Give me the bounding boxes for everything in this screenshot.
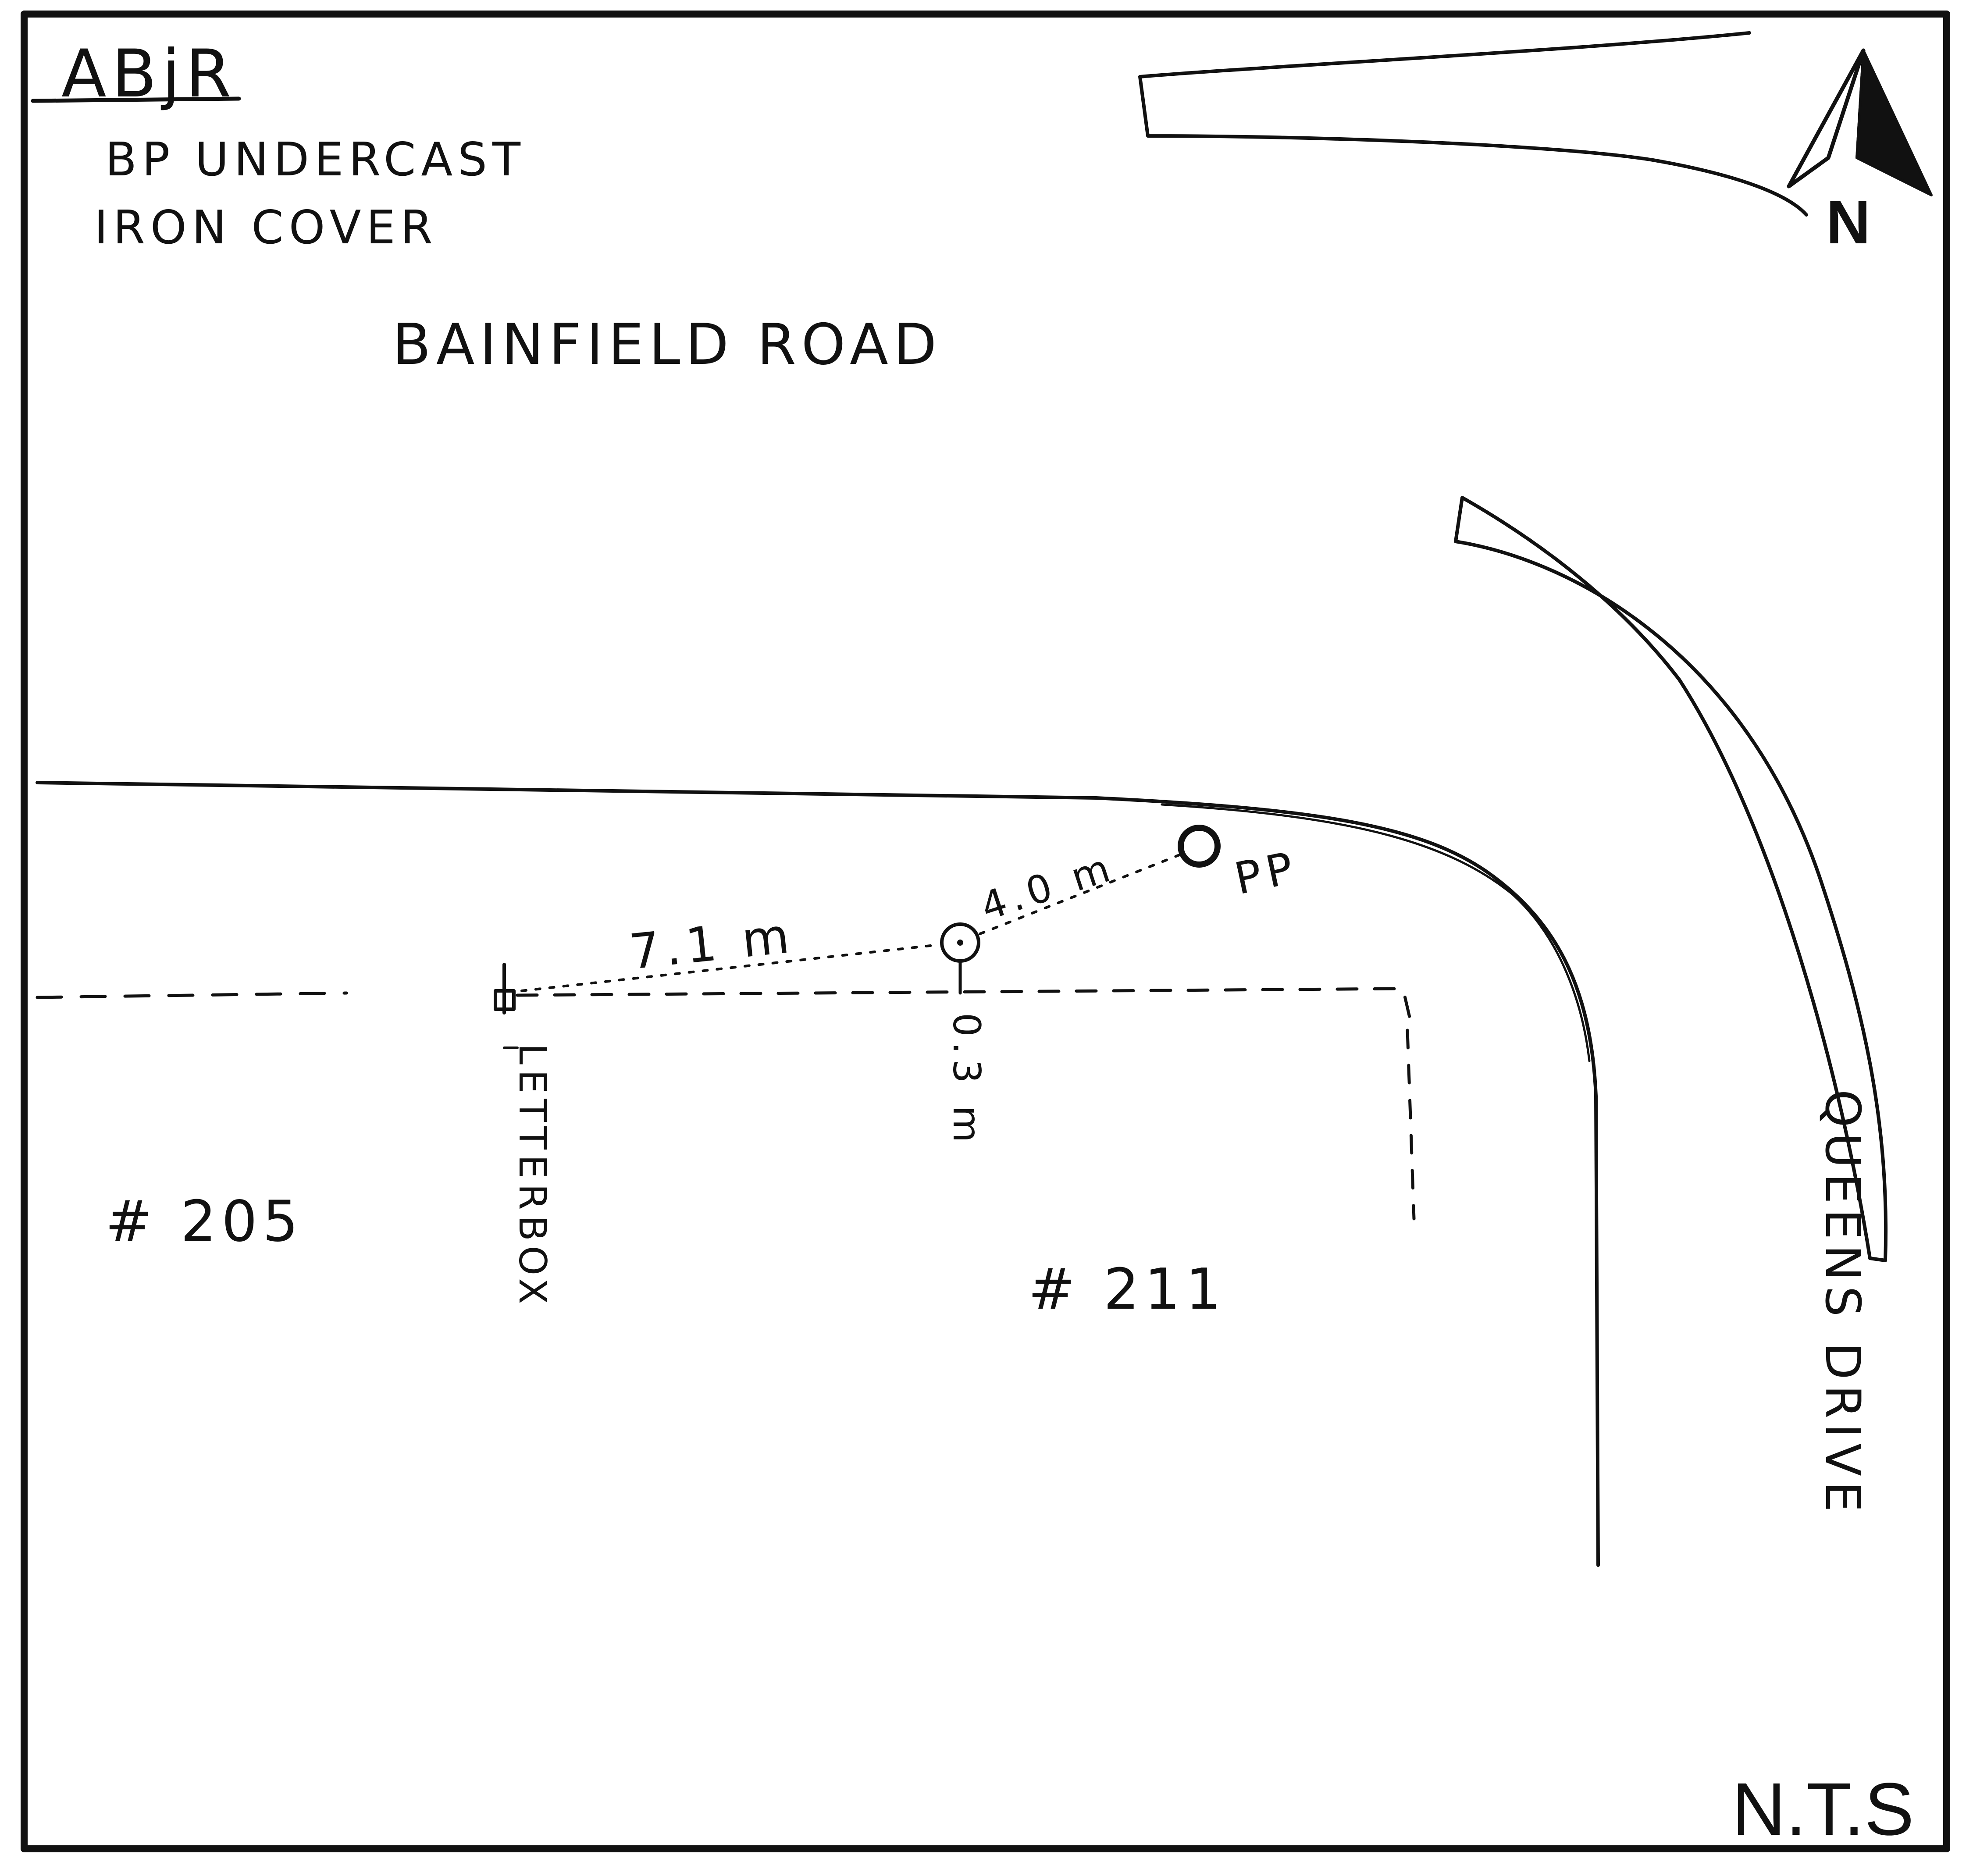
measure-pit-pp: 4.0 m bbox=[976, 844, 1120, 929]
scale-note: N.T.S bbox=[1732, 1768, 1914, 1851]
measure-pit-boundary: 0.3 m bbox=[944, 1013, 988, 1148]
traffic-island-north bbox=[1138, 31, 1808, 217]
property-211: # 211 bbox=[1028, 1257, 1226, 1322]
property-205: # 205 bbox=[105, 1189, 303, 1254]
letterbox-label: LETTERBOX bbox=[510, 1043, 554, 1310]
road-name-queens: QUEENS DRIVE bbox=[1815, 1089, 1871, 1517]
kerb-bainfield-double bbox=[1161, 803, 1591, 1062]
pit-centre-dot bbox=[957, 940, 963, 946]
letterbox-icon bbox=[494, 989, 516, 1011]
north-arrow-icon: N bbox=[1787, 48, 1933, 256]
traffic-island-median bbox=[1454, 496, 1888, 1262]
kerb-bainfield bbox=[36, 781, 1600, 1567]
sheet-ref-underline bbox=[31, 96, 241, 103]
boundary-211 bbox=[516, 987, 1411, 1019]
road-name-bainfield: BAINFIELD ROAD bbox=[392, 312, 942, 377]
pp-icon bbox=[1178, 825, 1221, 868]
note-line-2: IRON COVER bbox=[94, 201, 438, 254]
boundary-205 bbox=[36, 991, 348, 999]
measure-letterbox-pit: 7.1 m bbox=[627, 907, 797, 980]
note-line-1: BP UNDERCAST bbox=[105, 133, 526, 186]
measure-line-letterbox-pit bbox=[520, 943, 940, 992]
boundary-211-side bbox=[1406, 1029, 1416, 1221]
north-label: N bbox=[1826, 188, 1870, 256]
sheet-border bbox=[21, 11, 1950, 1852]
pp-label: PP bbox=[1230, 841, 1303, 905]
